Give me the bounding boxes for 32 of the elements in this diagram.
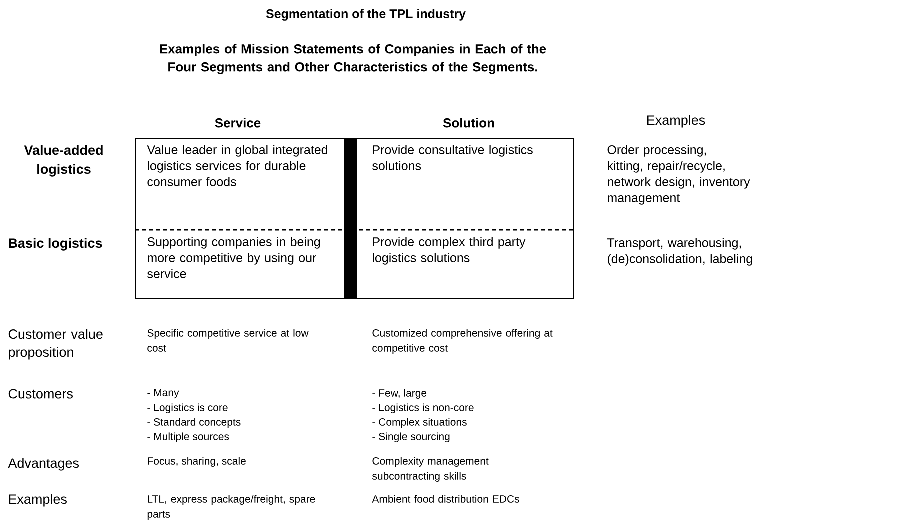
characteristic-text: - Single sourcing (372, 432, 450, 442)
characteristic-text: - Logistics is core (148, 404, 228, 414)
row-label: Value-added logistics (24, 145, 103, 177)
row-label: Customers (8, 389, 73, 399)
segment-cell: Provide complex third party logistics solutions (373, 237, 526, 265)
characteristic-text: - Multiple sources (148, 432, 230, 442)
segment-cell: Supporting companies in being more competitive by using our service (148, 237, 320, 278)
column-header: Solution (443, 118, 494, 128)
row-label: Examples (9, 494, 67, 507)
characteristic-text: LTL, express package/freight, spare parts (148, 495, 316, 520)
segment-cell: Value leader in global integrated logistics services for durable consumer foods (147, 145, 328, 186)
row-label: Basic logistics (9, 238, 102, 251)
segment-cell: Provide consultative logistics solutions (372, 145, 533, 170)
subtitle: Examples of Mission Statements of Companies in Each of the Four Segments and Other Characteristics of the Segments. (160, 44, 546, 74)
characteristic-text: Customized comprehensive offering at competitive cost (372, 329, 553, 354)
characteristic-text: Ambient food distribution EDCs (372, 495, 520, 503)
matrix-frame (135, 138, 574, 300)
title: Segmentation of the TPL industry (266, 9, 466, 21)
column-header: Examples (647, 115, 706, 128)
characteristic-text: Complexity management subcontracting skills (372, 457, 489, 482)
characteristic-text: - Logistics is non-core (372, 404, 474, 414)
characteristic-text: - Complex situations (372, 418, 467, 428)
example-text: Order processing, kitting, repair/recycle, network design, inventory management (608, 145, 750, 205)
characteristic-text: Focus, sharing, scale (148, 457, 246, 467)
row-label: Customer value proposition (8, 329, 103, 360)
example-text: Transport, warehousing, (de)consolidation, labeling (608, 238, 752, 266)
characteristic-text: - Few, large (372, 389, 427, 399)
characteristic-text: Specific competitive service at low cost (148, 329, 309, 352)
column-header: Service (215, 118, 261, 128)
characteristic-text: - Standard concepts (148, 418, 241, 428)
characteristic-text: - Many (148, 389, 180, 399)
row-label: Advantages (8, 458, 79, 471)
